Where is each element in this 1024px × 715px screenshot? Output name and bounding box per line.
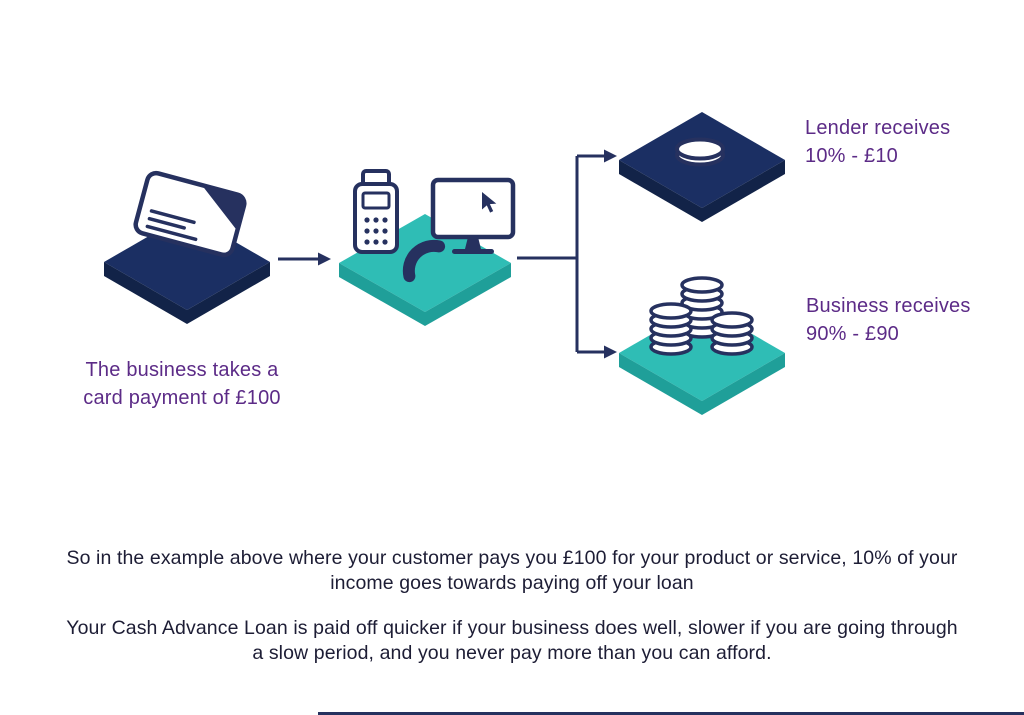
platform-side-left [339, 263, 425, 326]
platform-side-right [702, 160, 785, 222]
platform-side-right [187, 262, 270, 324]
phone-handset-icon [402, 239, 446, 283]
explanation-paragraph-1: So in the example above where your custo… [66, 547, 958, 594]
monitor-screen [430, 177, 516, 240]
card-terminal-icon [353, 169, 399, 254]
platform-side-right [702, 353, 785, 415]
coin-stack-left [649, 302, 693, 356]
arrowhead [318, 252, 331, 266]
platform-side-left [619, 160, 702, 222]
monitor-stand [465, 237, 481, 249]
business-caption: Business receives 90% - £90 [806, 295, 971, 345]
explanation-paragraph-2: Your Cash Advance Loan is paid off quick… [66, 617, 958, 664]
lender-platform [619, 112, 785, 222]
monitor-base [452, 249, 494, 254]
split-connector [517, 149, 617, 359]
monitor-icon [430, 177, 516, 254]
card-payment-caption: The business takes a card payment of £10… [83, 359, 281, 409]
bottom-divider [318, 712, 1024, 715]
arrowhead-to-lender [604, 149, 617, 163]
arrow-left-to-middle [278, 252, 331, 266]
coin-stacks-icon [649, 276, 754, 356]
terminal-keypad [364, 217, 388, 245]
credit-card-icon [133, 170, 247, 258]
arrowhead-to-business [604, 345, 617, 359]
terminal-screen [361, 191, 391, 210]
lender-caption: Lender receives 10% - £10 [805, 117, 951, 167]
cursor-icon [482, 192, 497, 213]
platform-side-left [619, 353, 702, 415]
card-line-1 [149, 209, 196, 225]
coin-icon [675, 137, 725, 167]
card-line-2 [147, 216, 186, 230]
coin-stack-right [710, 311, 754, 356]
platform-side-left [104, 262, 187, 324]
platform-side-right [425, 263, 511, 326]
card-line-3 [145, 224, 198, 242]
card-corner-block [201, 185, 245, 231]
